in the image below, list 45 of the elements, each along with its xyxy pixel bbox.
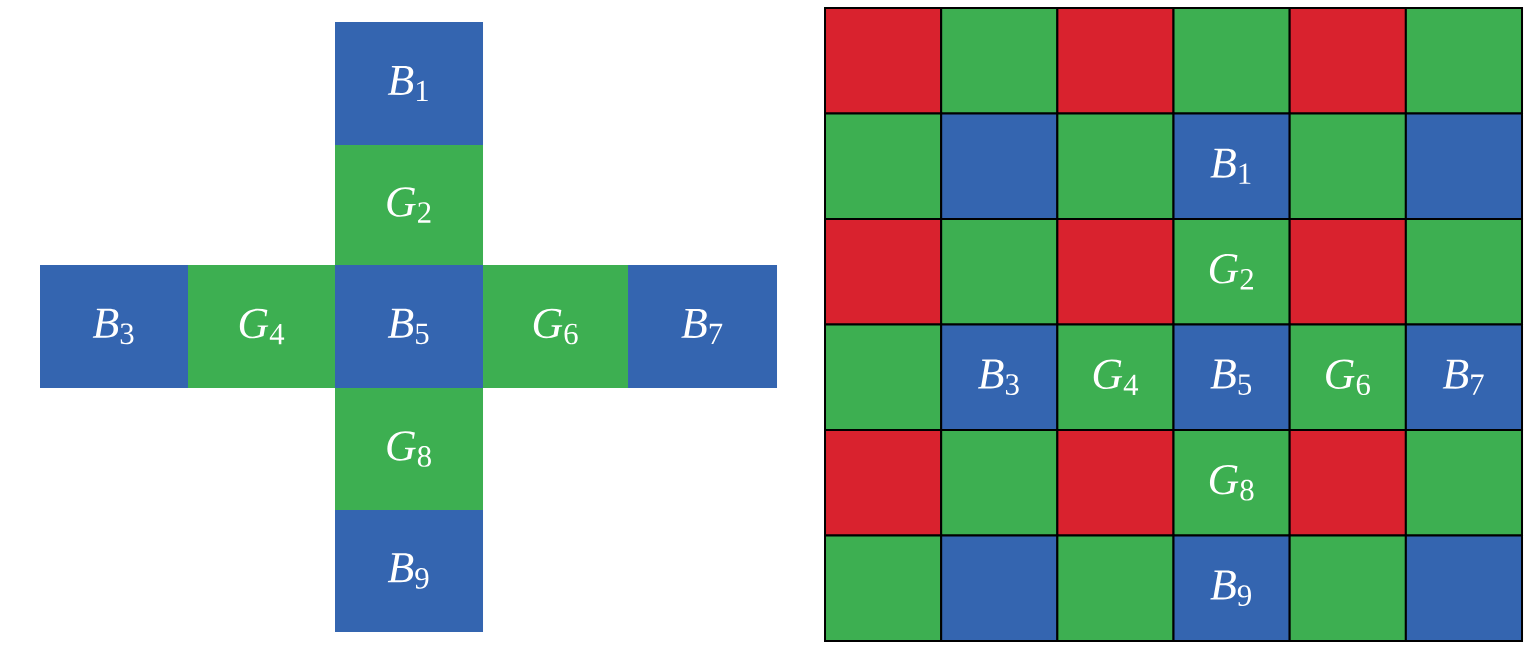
pixel-cell [1056,7,1175,115]
pixel-cell: B$_{9}$ [335,510,483,632]
pixel-cell: B$_{3}$ [940,323,1059,431]
pixel-cell [1288,534,1407,642]
pixel-cell: B$_{1}$ [1172,112,1291,220]
pixel-cell [940,534,1059,642]
pixel-cell: B$_{5}$ [1172,323,1291,431]
pixel-cell [1404,534,1523,642]
pixel-cell: G$_{4}$ [188,265,335,388]
pixel-cell [1288,7,1407,115]
pixel-cell [1404,112,1523,220]
pixel-cell [1404,7,1523,115]
pixel-cell [1056,112,1175,220]
pixel-cell: B$_{3}$ [40,265,188,388]
pixel-cell [824,112,943,220]
pixel-cell [1288,429,1407,537]
pixel-cell [940,429,1059,537]
pixel-cell [1404,218,1523,326]
pixel-cell [824,534,943,642]
pixel-cell [940,112,1059,220]
pixel-cell [940,218,1059,326]
pixel-cell [1404,429,1523,537]
pixel-cell [1056,218,1175,326]
pixel-cell: G$_{4}$ [1056,323,1175,431]
pixel-cell [1172,7,1291,115]
pixel-cell [824,7,943,115]
pixel-cell: B$_{7}$ [628,265,777,388]
pixel-cell [940,7,1059,115]
pixel-cell [1288,218,1407,326]
pixel-cell: B$_{9}$ [1172,534,1291,642]
pixel-cell: G$_{6}$ [1288,323,1407,431]
pixel-cell: G$_{8}$ [1172,429,1291,537]
pixel-cell: G$_{2}$ [1172,218,1291,326]
pixel-cell: B$_{7}$ [1404,323,1523,431]
pixel-cell: G$_{6}$ [483,265,628,388]
pixel-cell [1056,429,1175,537]
pixel-cell: G$_{8}$ [335,388,483,510]
pixel-cell [824,323,943,431]
pixel-cell: B$_{5}$ [335,265,483,388]
pixel-cell: G$_{2}$ [335,145,483,265]
pixel-cell [1288,112,1407,220]
pixel-cell [824,429,943,537]
pixel-cell: B$_{1}$ [335,22,483,145]
pixel-cell [824,218,943,326]
pixel-cell [1056,534,1175,642]
